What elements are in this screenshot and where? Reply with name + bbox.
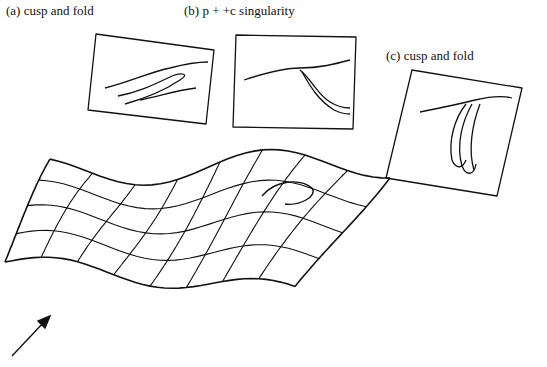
view-label: (c) cusp and fold [386, 48, 474, 63]
mesh-line [5, 257, 295, 288]
contour [300, 70, 350, 108]
view-label: (b) p + +c singularity [184, 3, 295, 18]
contour [471, 104, 480, 170]
image-frame [88, 34, 214, 124]
mesh-line [186, 150, 262, 288]
image-frame [233, 35, 356, 129]
contour [140, 88, 196, 100]
surface-mesh [5, 150, 390, 289]
mesh-line [5, 159, 50, 262]
mesh-line [78, 185, 136, 262]
view-arrow [12, 316, 50, 356]
contour [244, 60, 350, 80]
mesh-line [41, 173, 92, 257]
image-frame [386, 70, 522, 196]
view-label: (a) cusp and fold [6, 3, 94, 18]
mesh-line [50, 150, 390, 186]
mesh-line [259, 171, 348, 279]
mesh-line [295, 178, 390, 286]
fold-line [262, 182, 313, 204]
mesh-line [39, 180, 367, 209]
contour [105, 62, 208, 88]
mesh-line [223, 155, 306, 281]
mesh-line [16, 230, 319, 260]
contour [302, 72, 350, 114]
contour [451, 104, 466, 167]
contour [460, 104, 476, 173]
contour [118, 74, 185, 104]
mesh-line [28, 205, 343, 234]
